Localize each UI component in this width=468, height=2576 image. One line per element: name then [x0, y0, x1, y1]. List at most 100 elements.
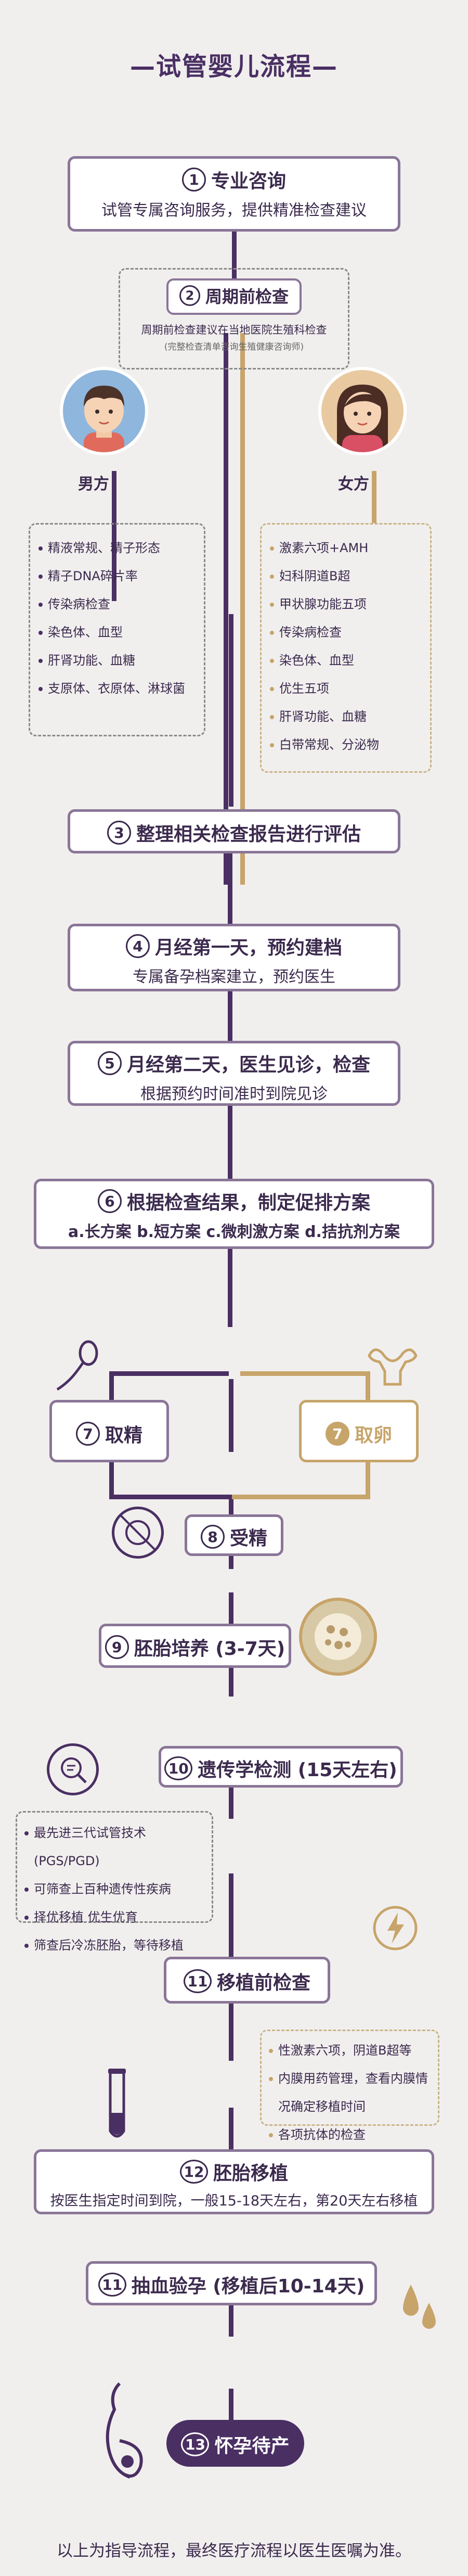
- male-main-line: [224, 333, 228, 885]
- female-branch-line: [372, 471, 376, 523]
- list-item: 各项抗体的检查: [267, 2121, 433, 2149]
- female-avatar: [318, 367, 407, 455]
- list-item: 甲状腺功能五项: [268, 590, 424, 618]
- step-12-box: 12 胚胎移植 按医生指定时间到院，一般15-18天左右，第20天左右移植: [34, 2149, 434, 2214]
- step-6-box: 6 根据检查结果，制定促排方案 a.长方案 b.短方案 c.微刺激方案 d.拮抗…: [34, 1179, 434, 1249]
- genetic-list: 最先进三代试管技术 (PGS/PGD)可筛查上百种遗传性疾病择优移植 优生优育筛…: [17, 1813, 212, 1966]
- step-number: 12: [179, 2160, 208, 2184]
- split-line: [109, 1371, 229, 1376]
- step-number: 11: [98, 2273, 126, 2297]
- connector-line: [228, 1249, 232, 1327]
- merge-line: [232, 1495, 370, 1499]
- list-item: 择优移植 优生优育: [22, 1903, 206, 1931]
- step-7-egg-box: 7 取卵: [299, 1400, 419, 1462]
- step-title: 怀孕待产: [214, 2435, 290, 2457]
- page-title: —试管婴儿流程—: [129, 52, 338, 81]
- footer-disclaimer: 以上为指导流程，最终医疗流程以医生医嘱为准。: [57, 2542, 411, 2560]
- step-2-note: (完整检查清单咨询生殖健康咨询师): [164, 342, 304, 352]
- sperm-icon: [49, 1337, 107, 1397]
- step-pregnancy-test-box: 11 抽血验孕 (移植后10-14天): [86, 2261, 377, 2305]
- step-number: 11: [183, 1969, 212, 1993]
- step-13-box: 13 怀孕待产: [166, 2420, 304, 2467]
- connector-line: [109, 1462, 114, 1499]
- list-item: 优生五项: [268, 674, 424, 703]
- connector-line: [109, 1371, 114, 1400]
- fertilization-icon: [112, 1507, 164, 1559]
- step-number: 7: [75, 1422, 100, 1446]
- list-item: 可筛查上百种遗传性疾病: [22, 1875, 206, 1903]
- step-2-frame: [119, 268, 349, 369]
- connector-line: [232, 206, 237, 299]
- list-item: 妇科阴道B超: [268, 562, 424, 590]
- list-item: 传染病检查: [36, 590, 198, 618]
- list-item: 激素六项+AMH: [268, 534, 424, 562]
- connector-line: [366, 1462, 370, 1499]
- step-subtitle: 专属备孕档案建立，预约医生: [133, 968, 335, 986]
- male-face-icon: [84, 386, 124, 452]
- list-item: 精液常规、精子形态: [36, 534, 198, 562]
- male-checks-frame: 精液常规、精子形态精子DNA碎片率传染病检查染色体、血型肝肾功能、血糖支原体、衣…: [29, 523, 205, 736]
- step-11-box: 11 移植前检查: [164, 1957, 330, 2004]
- list-item: 染色体、血型: [268, 646, 424, 674]
- step-number: 13: [181, 2432, 210, 2456]
- list-item: 性激素六项，阴道B超等: [267, 2036, 433, 2064]
- uterus-icon: [364, 1340, 421, 1392]
- step-number: 10: [164, 1756, 193, 1780]
- female-face-icon: [337, 385, 388, 452]
- lightning-icon: [372, 1905, 419, 1954]
- step-number: 8: [200, 1525, 225, 1549]
- step-title: 胚胎培养 (3-7天): [134, 1638, 285, 1660]
- list-item: 筛查后冷冻胚胎，等待移植: [22, 1931, 206, 1959]
- step-subtitle: 根据预约时间准时到院见诊: [140, 1085, 328, 1103]
- step-9-box: 9 胚胎培养 (3-7天): [99, 1624, 291, 1668]
- merge-line: [109, 1495, 232, 1499]
- list-item: 内膜用药管理，查看内膜情况确定移植时间: [267, 2064, 433, 2121]
- list-item: 传染病检查: [268, 618, 424, 646]
- connector-line: [366, 1371, 370, 1400]
- connector-line: [229, 2389, 233, 2446]
- list-item: 最先进三代试管技术 (PGS/PGD): [22, 1819, 206, 1875]
- step-title: 胚胎移植: [213, 2163, 288, 2184]
- male-avatar: [60, 367, 148, 455]
- step-title: 遗传学检测 (15天左右): [198, 1759, 397, 1781]
- connector-line: [228, 981, 232, 1054]
- connector-line: [229, 1379, 233, 1452]
- step-title: 月经第二天，医生见诊，检查: [126, 1054, 370, 1076]
- step-number: 7: [325, 1422, 349, 1446]
- female-label: 女方: [338, 475, 369, 493]
- pre-transfer-list: 性激素六项，阴道B超等内膜用药管理，查看内膜情况确定移植时间各项抗体的检查: [262, 2031, 438, 2154]
- step-title: 取精: [105, 1425, 142, 1446]
- step-number: 5: [97, 1051, 122, 1075]
- step-title: 月经第一天，预约建档: [154, 937, 342, 959]
- step-subtitle: a.长方案 b.短方案 c.微刺激方案 d.拮抗剂方案: [68, 1223, 400, 1241]
- step-title: 专业咨询: [211, 171, 286, 192]
- genetic-test-icon: [47, 1743, 99, 1795]
- female-main-line: [240, 333, 245, 885]
- list-item: 精子DNA碎片率: [36, 562, 198, 590]
- step-number: 9: [105, 1635, 129, 1659]
- pre-transfer-frame: 性激素六项，阴道B超等内膜用药管理，查看内膜情况确定移植时间各项抗体的检查: [260, 2030, 439, 2142]
- connector-line: [228, 853, 232, 926]
- embryo-icon: [299, 1598, 377, 1676]
- male-branch-line: [112, 471, 116, 601]
- step-2-box: 2 周期前检查: [166, 278, 302, 315]
- male-label: 男方: [78, 475, 109, 493]
- step-subtitle: 试管专属咨询服务，提供精准检查建议: [101, 201, 367, 220]
- step-7-sperm-box: 7 取精: [49, 1400, 169, 1462]
- step-5-box: 5 月经第二天，医生见诊，检查 根据预约时间准时到院见诊: [68, 1041, 400, 1106]
- test-tube-icon: [104, 2066, 130, 2146]
- list-item: 染色体、血型: [36, 618, 198, 646]
- genetic-frame: 最先进三代试管技术 (PGS/PGD)可筛查上百种遗传性疾病择优移植 优生优育筛…: [16, 1811, 213, 1953]
- step-subtitle: 按医生指定时间到院，一般15-18天左右，第20天左右移植: [50, 2193, 418, 2209]
- pregnant-woman-icon: [88, 2373, 161, 2490]
- list-item: 白带常规、分泌物: [268, 731, 424, 759]
- step-title: 整理相关检查报告进行评估: [136, 824, 361, 845]
- list-item: 肝肾功能、血糖: [36, 646, 198, 674]
- step-3-box: 3 整理相关检查报告进行评估: [68, 809, 400, 853]
- connector-line: [229, 614, 233, 807]
- step-number: 4: [125, 934, 150, 958]
- connector-line: [228, 1106, 232, 1179]
- list-item: 支原体、衣原体、淋球菌: [36, 674, 198, 703]
